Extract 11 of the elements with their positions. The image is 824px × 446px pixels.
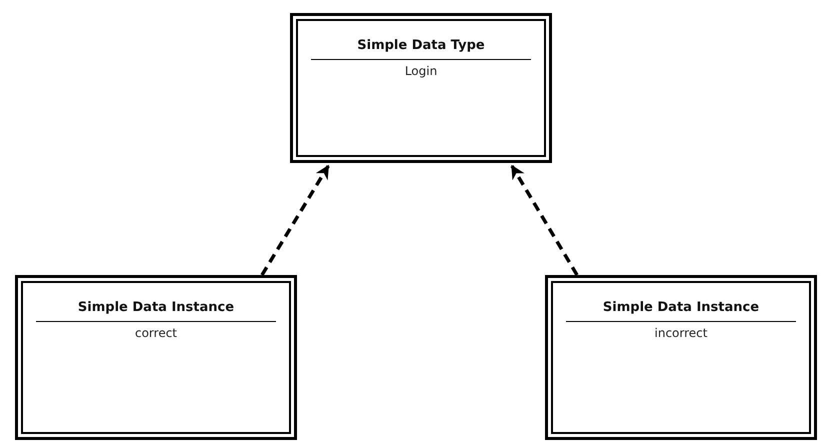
class-name: Simple Data Type (311, 38, 531, 60)
instance-value: correct (134, 326, 178, 340)
class-box (15, 275, 297, 440)
class-name: Simple Data Instance (36, 300, 276, 322)
class-name: Simple Data Instance (566, 300, 796, 322)
dashed-arrow (510, 164, 578, 276)
dashed-arrow (260, 164, 330, 276)
class-box (290, 13, 552, 163)
class-box (545, 275, 817, 440)
instance-value: incorrect (654, 326, 708, 340)
instance-value: Login (404, 64, 438, 78)
